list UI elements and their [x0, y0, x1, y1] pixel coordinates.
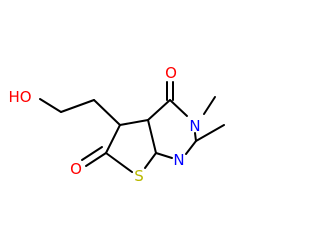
bond-ch2-c5 [93, 99, 121, 126]
bond-o-ch2 [39, 98, 62, 113]
bond-c4a-c4 [147, 99, 171, 121]
bond-n1-c7a [155, 152, 173, 159]
molecule-structure-diagram: HO O N N S O [8, 64, 225, 185]
nitrogen-3-label: N [189, 117, 200, 135]
hydroxyl-oxygen-label: HO [8, 88, 31, 106]
carbonyl-oxygen-bottom-label: O [70, 160, 82, 178]
bond-c5-c6 [105, 124, 121, 154]
bond-c2-methyl [195, 124, 225, 142]
bond-c4a-c5 [119, 119, 149, 126]
carbonyl-oxygen-top-label: O [165, 64, 177, 82]
bond-n3-methyl [203, 96, 216, 115]
bond-c6-s [105, 152, 133, 173]
bond-c4-n3 [169, 99, 188, 117]
bond-s-c7a [144, 152, 157, 169]
bond-ch2-ch2 [60, 99, 95, 113]
sulfur-label: S [134, 167, 144, 185]
atom-label-layer: HO O N N S O [8, 64, 200, 185]
bond-n3-c2 [194, 132, 197, 142]
nitrogen-1-label: N [173, 151, 184, 169]
bond-c6-o-double-b [81, 146, 103, 161]
bond-c2-n1 [185, 140, 197, 155]
bond-c6-o-double-a [85, 152, 107, 167]
bond-layer [39, 81, 225, 173]
bond-c7a-c4a [147, 119, 157, 154]
